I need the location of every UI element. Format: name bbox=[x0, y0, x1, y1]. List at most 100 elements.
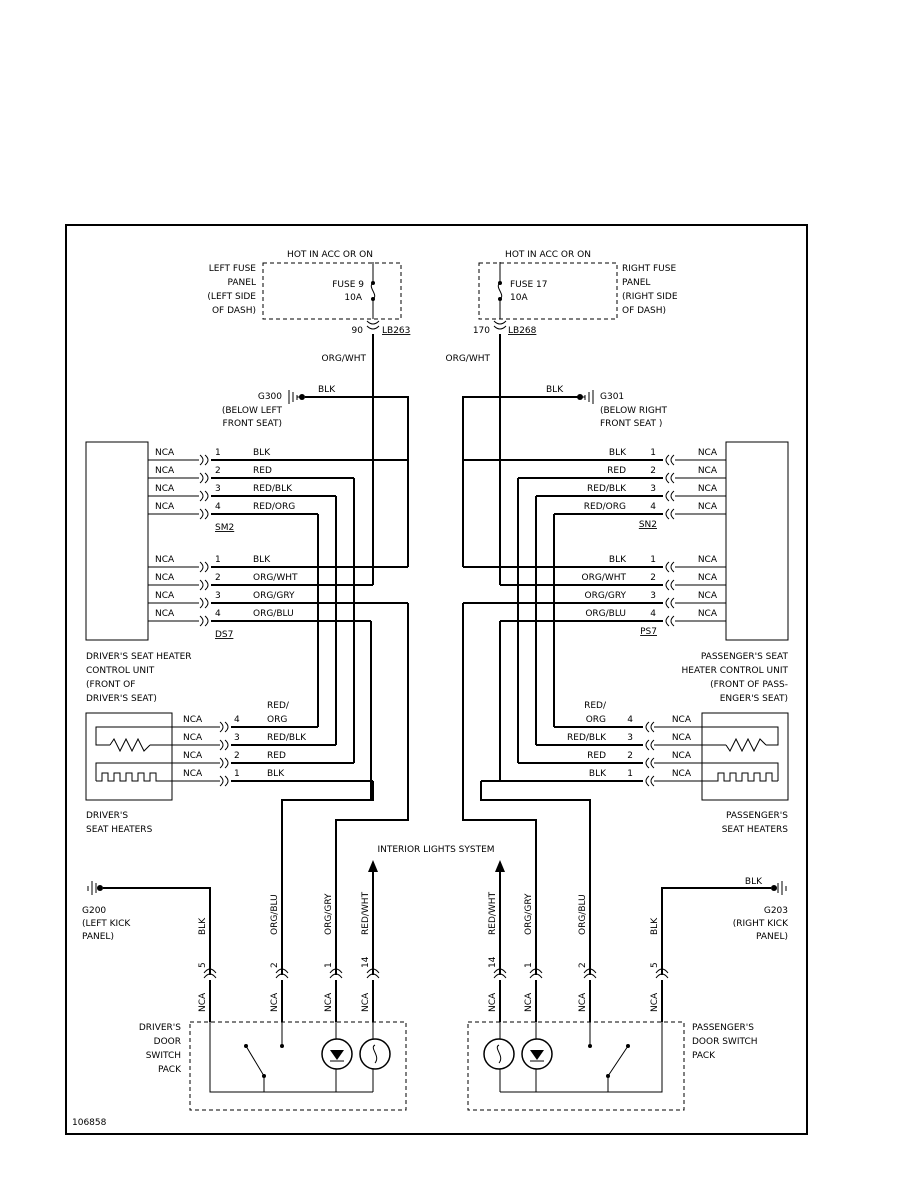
driver-pack-line-1: DRIVER'S bbox=[139, 1023, 181, 1033]
driver-heater-pin1-num: 1 bbox=[234, 769, 240, 779]
ds7-pin1-nca: NCA bbox=[155, 555, 175, 565]
left-door-wire-blk: BLK bbox=[198, 917, 208, 935]
sm2-pin4-nca: NCA bbox=[155, 502, 175, 512]
driver-heater-pin4-wire: ORG bbox=[267, 715, 287, 725]
driver-heater-pin1-nca: NCA bbox=[183, 769, 203, 779]
ds7-pin2-wire: ORG/WHT bbox=[253, 573, 298, 583]
passenger-heater-pin1-wire: BLK bbox=[589, 769, 607, 779]
passenger-heater-connector: NCA NCA NCA NCA 4 3 2 1 RED/ ORG RED/BLK… bbox=[481, 701, 779, 787]
ds7-name: DS7 bbox=[215, 630, 233, 640]
right-fuse-name: FUSE 17 bbox=[510, 280, 547, 290]
sm2-pin4-wire: RED/ORG bbox=[253, 502, 295, 512]
ground-g300-loc-1: (BELOW LEFT bbox=[222, 406, 283, 416]
passenger-heater-pin1-nca: NCA bbox=[672, 769, 692, 779]
ps7-pin3-wire: ORG/GRY bbox=[585, 591, 627, 601]
driver-control-unit-line-2: CONTROL UNIT bbox=[86, 666, 155, 676]
driver-heater-pin4-nca: NCA bbox=[183, 715, 203, 725]
passenger-control-unit-line-2: HEATER CONTROL UNIT bbox=[682, 666, 789, 676]
left-fuse-connector: LB263 bbox=[382, 326, 410, 336]
right-door-nca-4: NCA bbox=[650, 992, 660, 1012]
left-vertical-wires bbox=[281, 334, 409, 975]
right-fuse-block: HOT IN ACC OR ON RIGHT FUSE PANEL (RIGHT… bbox=[445, 250, 677, 364]
passenger-seat-heaters bbox=[701, 712, 789, 801]
driver-heater-pin3-num: 3 bbox=[234, 733, 240, 743]
sn2-pin4-num: 4 bbox=[650, 502, 656, 512]
ps7-pin2-nca: NCA bbox=[698, 573, 718, 583]
left-fuse-wire: ORG/WHT bbox=[321, 354, 366, 364]
passenger-heater-pin2-wire: RED bbox=[587, 751, 606, 761]
sn2-name: SN2 bbox=[639, 520, 657, 530]
driver-heater-pin2-wire: RED bbox=[267, 751, 286, 761]
interior-lights-label: INTERIOR LIGHTS SYSTEM bbox=[377, 845, 494, 855]
sn2-pin4-wire: RED/ORG bbox=[584, 502, 626, 512]
sn2-pin3-nca: NCA bbox=[698, 484, 718, 494]
right-fuse-circuit: 170 bbox=[473, 326, 490, 336]
right-fuse-hot-label: HOT IN ACC OR ON bbox=[505, 250, 591, 260]
right-fuse-symbol bbox=[497, 262, 503, 319]
left-fuse-panel-line-1: LEFT FUSE bbox=[209, 264, 257, 274]
left-door-nca-4: NCA bbox=[361, 992, 371, 1012]
left-door-wire-redwht: RED/WHT bbox=[361, 891, 371, 935]
passenger-pack-line-2: DOOR SWITCH bbox=[692, 1037, 758, 1047]
driver-door-switch-pack: DRIVER'S DOOR SWITCH PACK bbox=[139, 1021, 407, 1111]
right-fuse-rating: 10A bbox=[510, 293, 528, 303]
sn2-pin3-wire: RED/BLK bbox=[587, 484, 627, 494]
connector-sn2: NCA NCA NCA NCA 1 2 3 4 BLK RED RED/BLK … bbox=[463, 448, 726, 530]
ps7-pin1-nca: NCA bbox=[698, 555, 718, 565]
right-fuse-panel-line-4: OF DASH) bbox=[622, 306, 666, 316]
passenger-heater-pin4-nca: NCA bbox=[672, 715, 692, 725]
ds7-pin3-wire: ORG/GRY bbox=[253, 591, 295, 601]
sn2-pin1-wire: BLK bbox=[609, 448, 627, 458]
right-door-wire-labels: RED/WHT ORG/GRY ORG/BLU BLK 14 1 2 5 NCA… bbox=[488, 891, 660, 1012]
sn2-pin3-num: 3 bbox=[650, 484, 656, 494]
passenger-heater-pin4-num: 4 bbox=[627, 715, 633, 725]
ground-g300: G300 (BELOW LEFT FRONT SEAT) BLK bbox=[222, 385, 336, 429]
right-fuse-wire: ORG/WHT bbox=[445, 354, 490, 364]
ground-g200-id: G200 bbox=[82, 906, 106, 916]
left-fuse-panel-line-2: PANEL bbox=[228, 278, 256, 288]
ground-g203-loc-1: (RIGHT KICK bbox=[733, 919, 789, 929]
sn2-pin2-num: 2 bbox=[650, 466, 656, 476]
ds7-pin4-nca: NCA bbox=[155, 609, 175, 619]
driver-control-unit-line-3: (FRONT OF bbox=[86, 680, 135, 690]
right-door-wire-orggry: ORG/GRY bbox=[524, 893, 534, 935]
right-fuse-panel-line-1: RIGHT FUSE bbox=[622, 264, 676, 274]
ground-g301-wire: BLK bbox=[546, 385, 564, 395]
ps7-pin1-wire: BLK bbox=[609, 555, 627, 565]
driver-heater-pin2-num: 2 bbox=[234, 751, 240, 761]
left-door-pin-1: 1 bbox=[324, 962, 334, 968]
passenger-control-unit-line-1: PASSENGER'S SEAT bbox=[701, 652, 789, 662]
interior-lights: INTERIOR LIGHTS SYSTEM bbox=[368, 845, 505, 975]
right-door-wire-orgblu: ORG/BLU bbox=[578, 894, 588, 935]
ground-g300-wire: BLK bbox=[318, 385, 336, 395]
passenger-door-switch-pack: PASSENGER'S DOOR SWITCH PACK bbox=[467, 1021, 758, 1111]
driver-heater-pin4-wire-top: RED/ bbox=[267, 701, 290, 711]
ground-g301-loc-1: (BELOW RIGHT bbox=[600, 406, 668, 416]
ds7-pin3-num: 3 bbox=[215, 591, 221, 601]
sm2-pin4-num: 4 bbox=[215, 502, 221, 512]
sm2-pin1-wire: BLK bbox=[253, 448, 271, 458]
driver-control-unit bbox=[85, 441, 149, 641]
driver-heaters-line-1: DRIVER'S bbox=[86, 811, 128, 821]
ds7-pin4-num: 4 bbox=[215, 609, 221, 619]
passenger-heater-pin2-nca: NCA bbox=[672, 751, 692, 761]
sn2-pin2-nca: NCA bbox=[698, 466, 718, 476]
right-door-pin-5: 5 bbox=[650, 962, 660, 968]
ground-g203: BLK G203 (RIGHT KICK PANEL) bbox=[661, 877, 789, 975]
passenger-heater-pin3-nca: NCA bbox=[672, 733, 692, 743]
ground-g200-loc-2: PANEL) bbox=[82, 932, 114, 942]
left-fuse-rating: 10A bbox=[344, 293, 362, 303]
sm2-name: SM2 bbox=[215, 523, 234, 533]
ds7-pin2-num: 2 bbox=[215, 573, 221, 583]
connector-ps7: NCA NCA NCA NCA 1 2 3 4 BLK ORG/WHT ORG/… bbox=[463, 555, 726, 637]
passenger-control-unit-line-3: (FRONT OF PASS- bbox=[710, 680, 788, 690]
diagram-id: 106858 bbox=[72, 1118, 107, 1128]
right-door-pin-14: 14 bbox=[488, 956, 498, 968]
connector-ds7: NCA NCA NCA NCA 1 2 3 4 BLK ORG/WHT ORG/… bbox=[148, 555, 408, 640]
sm2-pin3-num: 3 bbox=[215, 484, 221, 494]
driver-pack-line-3: SWITCH bbox=[146, 1051, 181, 1061]
driver-heater-pin2-nca: NCA bbox=[183, 751, 203, 761]
driver-control-unit-line-1: DRIVER'S SEAT HEATER bbox=[86, 652, 192, 662]
passenger-pack-line-3: PACK bbox=[692, 1051, 716, 1061]
driver-pack-line-4: PACK bbox=[158, 1065, 182, 1075]
